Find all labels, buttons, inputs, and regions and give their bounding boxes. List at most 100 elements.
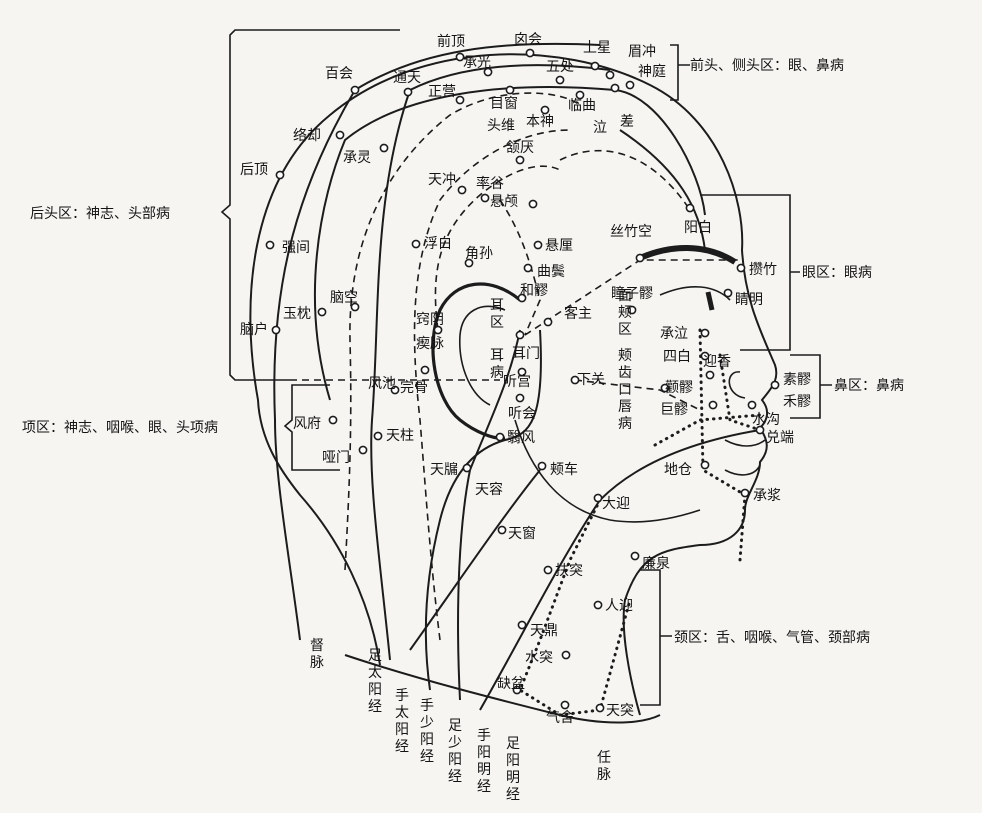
bracket-nape bbox=[283, 384, 340, 471]
label-kezhu: 客主 bbox=[564, 305, 592, 322]
point-marker-xuanlu bbox=[528, 199, 538, 209]
ear-outline bbox=[431, 282, 522, 440]
point-marker-duiduan bbox=[755, 425, 765, 435]
label-yuzhen: 玉枕 bbox=[283, 306, 311, 322]
label-chengjiang: 承浆 bbox=[753, 488, 781, 504]
label-ear-region: 耳区 bbox=[490, 298, 504, 331]
face-dotted-line bbox=[653, 413, 762, 447]
bracket-neck bbox=[640, 569, 672, 706]
label-chimai: 瘈脉 bbox=[416, 335, 444, 352]
point-marker-shenting bbox=[625, 80, 635, 90]
point-marker-fubai bbox=[411, 239, 421, 249]
point-marker-tianyou bbox=[462, 463, 472, 473]
meridian-foot-taiyang: 足太阳经 bbox=[368, 648, 382, 715]
point-marker-daying bbox=[593, 493, 603, 503]
label-quanliao: 颧髎 bbox=[665, 380, 693, 396]
foot-shaoyang-outer bbox=[313, 86, 706, 401]
label-heliao: 和髎 bbox=[520, 283, 548, 299]
eye-pupil bbox=[705, 291, 715, 311]
eyebrow bbox=[638, 245, 737, 265]
point-marker-hanyan bbox=[515, 155, 525, 165]
label-duiduan: 兑端 bbox=[766, 430, 794, 446]
label-naokong: 脑空 bbox=[330, 290, 358, 306]
acupoint-markers bbox=[265, 48, 780, 713]
label-shuitu: 水突 bbox=[525, 650, 553, 666]
label-fubai: 浮白 bbox=[424, 236, 452, 252]
jaw-line bbox=[514, 419, 701, 523]
label-jiaosun: 角孙 bbox=[465, 246, 493, 262]
foot-shaoyang-line bbox=[457, 329, 521, 701]
point-marker-shuitu bbox=[561, 650, 571, 660]
point-marker-wuchu bbox=[555, 75, 565, 85]
zone-front-head: 前头、侧头区：眼、鼻病 bbox=[690, 57, 844, 74]
label-hanyan: 颔厌 bbox=[506, 140, 534, 156]
point-marker-qishe bbox=[560, 700, 570, 710]
point-marker-xiaguan bbox=[570, 375, 580, 385]
yangming-line bbox=[479, 429, 761, 711]
label-shuigou: 水沟 bbox=[752, 412, 780, 428]
point-marker-tianzhu bbox=[373, 431, 383, 441]
label-tongtian: 通天 bbox=[393, 70, 421, 86]
label-shuaigu: 率谷 bbox=[476, 175, 504, 192]
meridian-hand-taiyang: 手太阳经 bbox=[395, 688, 409, 755]
point-marker-xuanli bbox=[533, 240, 543, 250]
point-marker-tianding bbox=[517, 620, 527, 630]
label-xiaguan: 下关 bbox=[577, 372, 605, 388]
dashed-line-5 bbox=[559, 149, 691, 211]
point-marker-qianding bbox=[455, 52, 465, 62]
meridian-ren: 任脉 bbox=[597, 750, 611, 783]
label-tianchuang: 天窗 bbox=[508, 525, 536, 542]
label-naohu: 脑户 bbox=[240, 321, 268, 338]
dashed-line-4 bbox=[499, 199, 541, 336]
label-qishe: 气舍 bbox=[546, 710, 574, 726]
hand-shaoyang-line bbox=[424, 329, 542, 691]
point-marker-yangbai bbox=[685, 203, 695, 213]
acupoint-labels: 前顶 囟会 上星 眉冲 神庭 百会 承光 五处 通天 正营 目窗 临曲 头维 本… bbox=[240, 32, 811, 726]
label-suliao: 素髎 bbox=[783, 372, 811, 388]
label-luoque: 络却 bbox=[293, 128, 321, 144]
du-meridian-line bbox=[273, 42, 601, 641]
point-marker-dicang bbox=[700, 460, 710, 470]
label-tianzhu: 天柱 bbox=[386, 428, 414, 444]
label-zhengying: 正营 bbox=[428, 84, 456, 100]
label-jingming: 睛明 bbox=[735, 292, 763, 308]
label-chengguang: 承光 bbox=[463, 55, 491, 71]
label-wangu: 完骨 bbox=[400, 380, 428, 396]
zone-nape: 项区：神志、咽喉、眼、头项病 bbox=[22, 420, 218, 436]
label-tianyou: 天牖 bbox=[430, 462, 458, 478]
point-marker-fengchi bbox=[390, 385, 400, 395]
label-sizhukong: 丝竹空 bbox=[610, 224, 652, 240]
label-ermen: 耳门 bbox=[512, 346, 540, 362]
label-tianding: 天鼎 bbox=[530, 623, 558, 639]
point-marker-qubin bbox=[523, 263, 533, 273]
point-marker-sizhukong bbox=[635, 253, 645, 263]
neck-shoulder bbox=[344, 654, 661, 724]
ren-dotted-line bbox=[698, 328, 747, 562]
label-benshen: 本神 bbox=[526, 114, 554, 130]
label-tianchong: 天冲 bbox=[428, 172, 456, 188]
label-qubin: 曲鬓 bbox=[537, 264, 565, 280]
label-face-region: 面颊区 bbox=[618, 288, 632, 338]
point-marker-shangxing bbox=[590, 61, 600, 71]
label-tianrong: 天容 bbox=[475, 481, 503, 498]
label-chengling: 承灵 bbox=[343, 150, 371, 166]
point-marker-fengfu bbox=[328, 415, 338, 425]
point-marker-kezhu bbox=[543, 317, 553, 327]
point-marker-quanliao bbox=[660, 383, 670, 393]
point-marker-qiaoyin bbox=[433, 325, 443, 335]
label-qiangjian: 强间 bbox=[282, 240, 310, 256]
point-marker-linqi bbox=[575, 90, 585, 100]
point-marker-futu bbox=[543, 565, 553, 575]
label-cha: 差 bbox=[620, 114, 634, 130]
label-dicang: 地仓 bbox=[664, 462, 692, 478]
label-jiache: 颊车 bbox=[550, 461, 578, 478]
label-yangbai: 阳白 bbox=[684, 220, 712, 236]
meridian-du: 督脉 bbox=[310, 638, 324, 671]
zone-back-head: 后头区：神志、头部病 bbox=[30, 206, 170, 222]
point-marker-wangu bbox=[420, 365, 430, 375]
bracket-nose bbox=[790, 354, 832, 419]
label-lianquan: 廉泉 bbox=[642, 555, 670, 572]
label-wuchu: 五处 bbox=[546, 59, 574, 75]
point-marker-xinhui bbox=[525, 48, 535, 58]
